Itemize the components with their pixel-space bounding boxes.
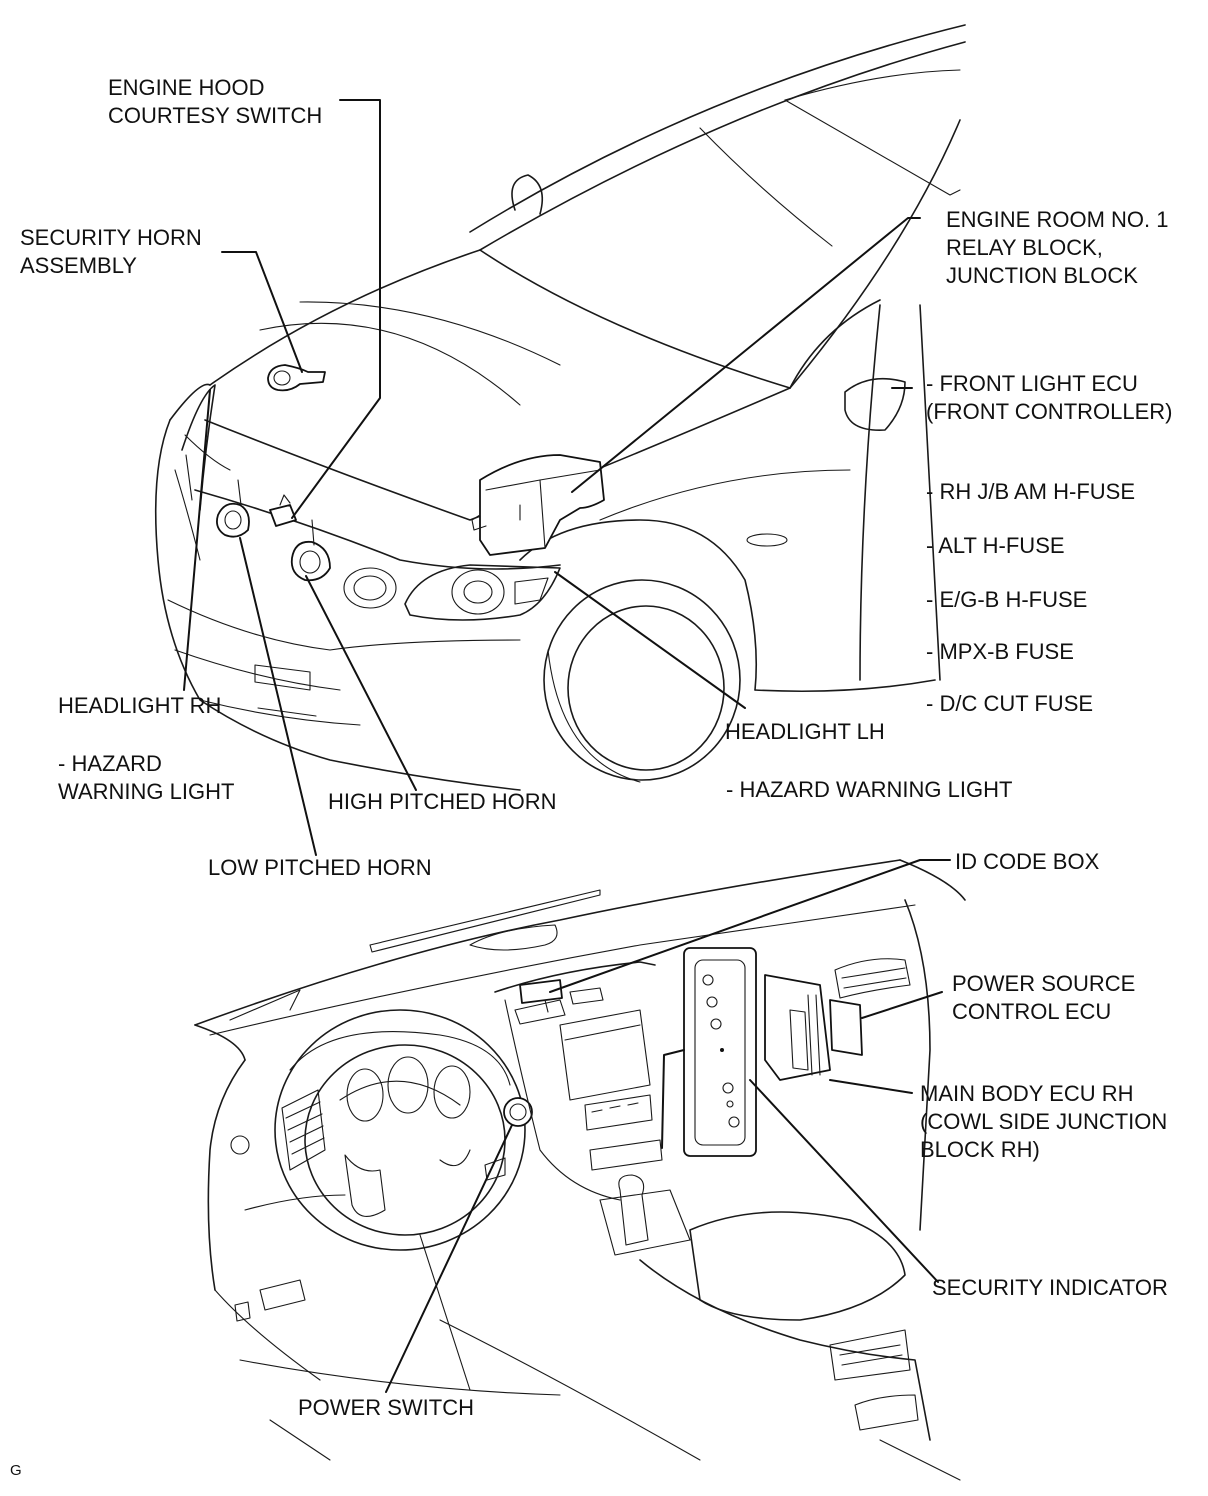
power-switch-part: [503, 1097, 533, 1127]
id-code-box-part: [519, 979, 563, 1004]
label-headlight-lh: HEADLIGHT LH: [725, 719, 885, 744]
power-source-ecu-part: [764, 974, 831, 1081]
security-indicator-callout: [683, 947, 757, 1157]
label-security-horn-assembly: SECURITY HORN ASSEMBLY: [20, 225, 202, 278]
label-alt-h-fuse: - ALT H-FUSE: [926, 533, 1065, 558]
label-low-pitched-horn: LOW PITCHED HORN: [208, 855, 432, 880]
security-horn-part: [267, 364, 326, 392]
label-engine-room-relay-block: ENGINE ROOM NO. 1 RELAY BLOCK, JUNCTION …: [946, 207, 1169, 288]
label-rh-jb-am-h-fuse: - RH J/B AM H-FUSE: [926, 479, 1136, 504]
label-engine-hood-courtesy-switch: ENGINE HOOD COURTESY SWITCH: [108, 75, 323, 128]
label-security-indicator: SECURITY INDICATOR: [932, 1275, 1168, 1300]
label-hazard-warning-light-rh: - HAZARD WARNING LIGHT: [58, 751, 235, 804]
label-front-light-ecu: - FRONT LIGHT ECU (FRONT CONTROLLER): [926, 371, 1173, 424]
vehicle-exterior-drawing: [154, 24, 966, 791]
label-mpx-b-fuse: - MPX-B FUSE: [926, 639, 1074, 664]
label-high-pitched-horn: HIGH PITCHED HORN: [328, 789, 557, 814]
label-power-source-control-ecu: POWER SOURCE CONTROL ECU: [952, 971, 1136, 1024]
label-power-switch: POWER SWITCH: [298, 1395, 474, 1420]
vehicle-interior-drawing: [194, 859, 966, 1481]
hood-courtesy-switch-part: [269, 504, 297, 527]
leader-lines: [183, 99, 951, 1393]
label-main-body-ecu-rh: MAIN BODY ECU RH (COWL SIDE JUNCTION BLO…: [920, 1081, 1168, 1162]
high-pitched-horn-part: [290, 540, 331, 582]
label-dc-cut-fuse: - D/C CUT FUSE: [926, 691, 1094, 716]
corner-mark: G: [10, 1462, 22, 1479]
label-eg-b-h-fuse: - E/G-B H-FUSE: [926, 587, 1088, 612]
label-hazard-warning-light-lh: - HAZARD WARNING LIGHT: [726, 777, 1013, 802]
label-headlight-rh: HEADLIGHT RH: [58, 693, 222, 718]
low-pitched-horn-part: [216, 502, 250, 538]
label-id-code-box: ID CODE BOX: [955, 849, 1100, 874]
